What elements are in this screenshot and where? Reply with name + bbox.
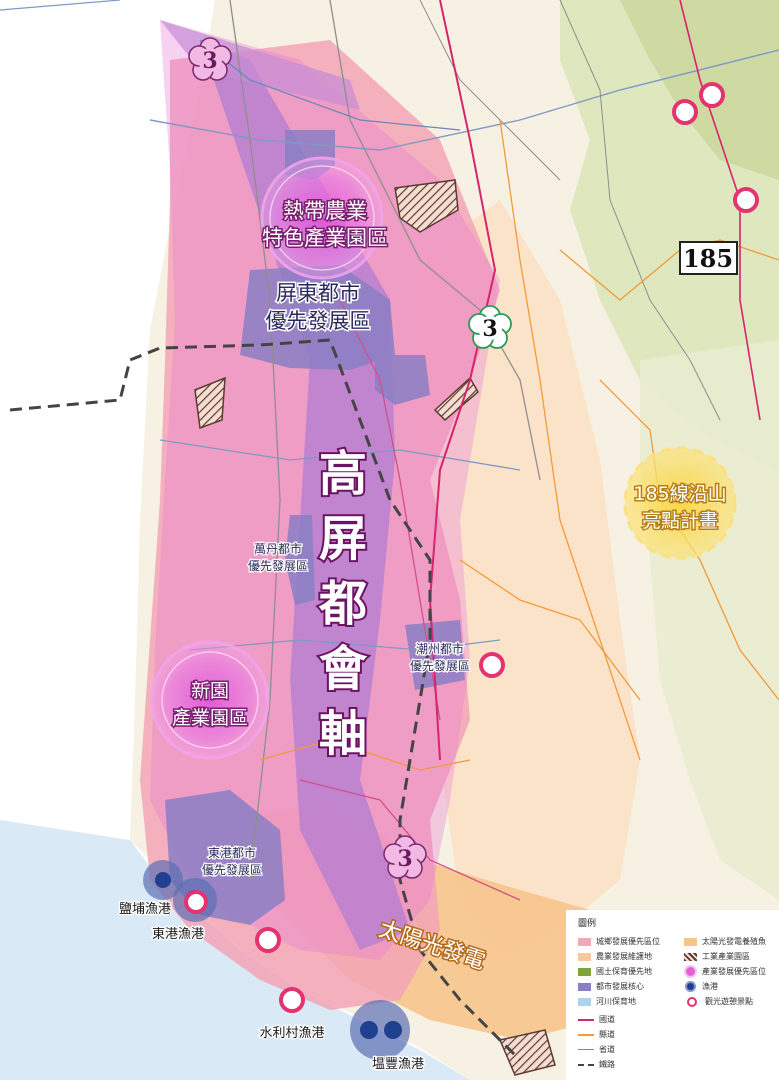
chaozhou-city-label-line1: 潮州都市 bbox=[416, 641, 464, 656]
fishing-ports bbox=[143, 860, 410, 1060]
xinyuan-park-label-line1: 新園 bbox=[191, 680, 229, 702]
legend-label: 工業產業園區 bbox=[702, 952, 750, 961]
axis-char-4: 會 bbox=[319, 641, 368, 697]
map-legend: 圖例 城鄉發展優先區位 農業發展維護地 國土保育優先地 都市發展核心 河川保育地… bbox=[566, 910, 779, 1080]
legend-label: 城鄉發展優先區位 bbox=[596, 937, 660, 946]
tapu-port-label: 塭豐漁港 bbox=[372, 1057, 424, 1072]
legend-swatch bbox=[684, 952, 697, 961]
legend-item-national-highway: 國道 bbox=[578, 1014, 615, 1025]
legend-label: 省道 bbox=[599, 1045, 615, 1054]
tropical-park-label-line1: 熱帶農業 bbox=[283, 199, 367, 223]
legend-item-conservation: 國土保育優先地 bbox=[578, 966, 652, 977]
fishing-port-icon bbox=[687, 983, 694, 990]
route-185-shield: 185 bbox=[679, 241, 738, 275]
legend-item-fishing-port: 漁港 bbox=[684, 981, 718, 992]
legend-label: 縣道 bbox=[599, 1030, 615, 1039]
legend-item-railway: 鐵路 bbox=[578, 1059, 615, 1070]
donggang-city-label-line2: 優先發展區 bbox=[202, 862, 262, 877]
legend-item-river: 河川保育地 bbox=[578, 996, 636, 1007]
highway-3-shield-mid: 3 bbox=[468, 305, 512, 349]
chaozhou-city-label-line2: 優先發展區 bbox=[410, 658, 470, 673]
legend-line bbox=[578, 1049, 594, 1050]
legend-swatch bbox=[684, 937, 697, 946]
legend-line bbox=[578, 1033, 594, 1036]
legend-item-solar: 太陽光發電養殖魚 bbox=[684, 936, 766, 947]
route185-plan-label-line2: 亮點計畫 bbox=[642, 510, 718, 532]
axis-char-1: 高 bbox=[319, 446, 367, 502]
legend-item-county-road: 縣道 bbox=[578, 1029, 615, 1040]
legend-swatch bbox=[578, 982, 591, 991]
legend-item-agriculture: 農業發展維護地 bbox=[578, 951, 652, 962]
legend-label: 太陽光發電養殖魚 bbox=[702, 937, 766, 946]
donggang-port-label: 東港漁港 bbox=[152, 926, 204, 942]
legend-label: 農業發展維護地 bbox=[596, 952, 652, 961]
railway bbox=[9, 338, 522, 1062]
legend-item-industrial-priority: 產業發展優先區位 bbox=[684, 966, 766, 977]
legend-swatch bbox=[578, 967, 591, 976]
legend-line bbox=[578, 1063, 594, 1066]
highway-3-shield-top: 3 bbox=[188, 37, 232, 81]
legend-title: 圖例 bbox=[578, 919, 597, 929]
legend-swatch bbox=[578, 952, 591, 961]
legend-label: 國道 bbox=[599, 1015, 615, 1024]
legend-swatch bbox=[578, 937, 591, 946]
mountain-area-2 bbox=[620, 0, 779, 180]
legend-swatch bbox=[578, 997, 591, 1006]
yanpu-port-label: 鹽埔漁港 bbox=[119, 902, 171, 917]
donggang-city-label-line1: 東港都市 bbox=[208, 845, 256, 860]
pingtung-city-label-line2: 優先發展區 bbox=[266, 309, 371, 333]
wandan-city-label-line2: 優先發展區 bbox=[248, 558, 308, 573]
legend-item-provincial-road: 省道 bbox=[578, 1044, 615, 1055]
legend-label: 鐵路 bbox=[599, 1060, 615, 1069]
legend-label: 國土保育優先地 bbox=[596, 967, 652, 976]
legend-label: 都市發展核心 bbox=[596, 982, 644, 991]
industrial-priority-icon bbox=[686, 967, 695, 976]
route185-plan-label-line1: 185線沿山 bbox=[633, 483, 726, 505]
industrial-priority-circles bbox=[150, 156, 384, 760]
highway-3-shield-bottom: 3 bbox=[383, 835, 427, 879]
shuilicun-port-label: 水利村漁港 bbox=[259, 1026, 324, 1041]
highway-3-number: 3 bbox=[202, 48, 217, 74]
tourism-spot-icon bbox=[687, 996, 697, 1007]
legend-item-urban-priority: 城鄉發展優先區位 bbox=[578, 936, 660, 947]
axis-char-3: 都 bbox=[318, 576, 367, 632]
tropical-park-label-line2: 特色產業園區 bbox=[262, 226, 388, 250]
axis-char-5: 軸 bbox=[319, 706, 367, 762]
legend-line bbox=[578, 1018, 594, 1021]
legend-item-tourism: 觀光遊憩景點 bbox=[684, 996, 753, 1007]
wandan-city-label-line1: 萬丹都市 bbox=[254, 541, 302, 556]
axis-char-2: 屏 bbox=[319, 511, 367, 567]
legend-label: 觀光遊憩景點 bbox=[705, 997, 753, 1006]
xinyuan-park-label-line2: 產業園區 bbox=[172, 707, 248, 729]
legend-label: 河川保育地 bbox=[596, 997, 636, 1006]
legend-label: 漁港 bbox=[702, 982, 718, 991]
route-185-number: 185 bbox=[683, 244, 733, 273]
pingtung-city-label-line1: 屏東都市 bbox=[276, 281, 360, 305]
route185-highlight-circle bbox=[623, 446, 737, 560]
tourism-spots bbox=[184, 82, 759, 1013]
highway-3-number: 3 bbox=[397, 846, 412, 872]
legend-item-urban-core: 都市發展核心 bbox=[578, 981, 644, 992]
highway-3-number: 3 bbox=[482, 316, 497, 342]
legend-label: 產業發展優先區位 bbox=[702, 967, 766, 976]
legend-item-industrial-park: 工業產業園區 bbox=[684, 951, 750, 962]
